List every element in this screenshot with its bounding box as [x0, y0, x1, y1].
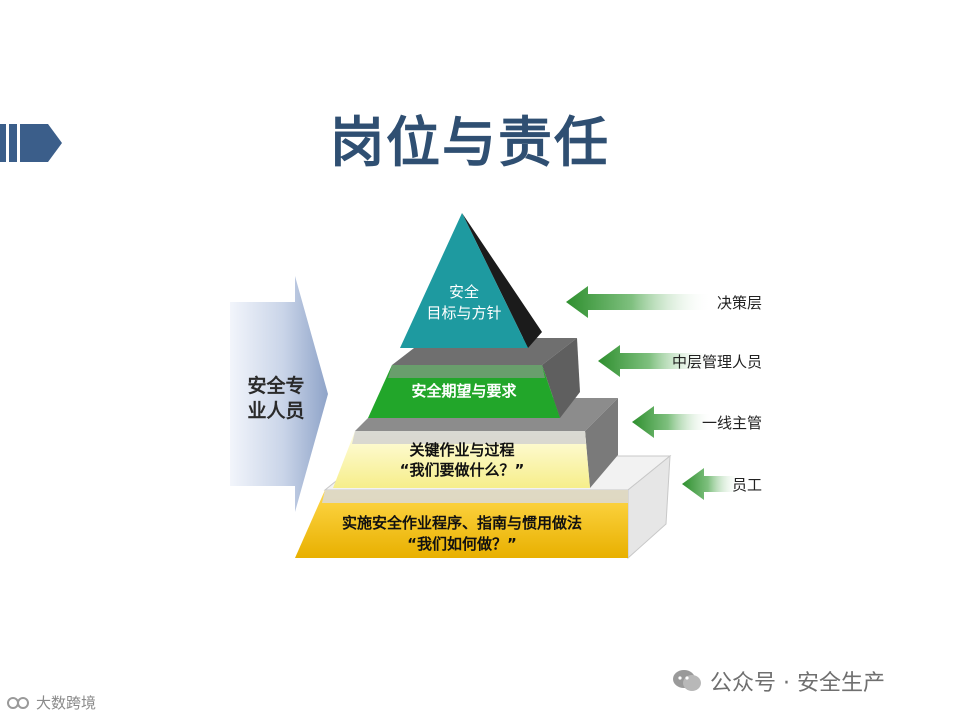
watermark-left-text: 大数跨境 — [36, 693, 97, 712]
watermark-left: 大数跨境 — [6, 690, 136, 714]
side-label-line1: 安全专 — [247, 374, 304, 397]
side-arrow — [230, 276, 328, 512]
tier4-face — [295, 490, 628, 558]
watermark-right: 公众号 · 安全生产 — [672, 664, 934, 698]
tier1-label-line1: 安全 — [449, 283, 479, 301]
level-label-3: 一线主管 — [702, 414, 762, 432]
tier2-label: 安全期望与要求 — [411, 382, 517, 400]
chat-icon — [673, 670, 701, 691]
tier2-face — [368, 365, 560, 418]
tier1-label-line2: 目标与方针 — [426, 304, 501, 322]
side-label-line2: 业人员 — [247, 400, 304, 422]
level-label-4: 员工 — [732, 476, 762, 494]
level-arrow-3 — [632, 406, 712, 438]
page-title: 岗位与责任 — [330, 111, 610, 174]
level-label-2: 中层管理人员 — [672, 353, 762, 371]
title-badge-icon — [0, 124, 62, 162]
tier3-label-line1: 关键作业与过程 — [409, 441, 514, 459]
tier3-face — [333, 431, 590, 488]
level-arrow-1 — [566, 286, 712, 318]
tier3-label-line2: “我们要做什么？” — [400, 461, 525, 479]
level-arrow-4 — [682, 468, 740, 500]
tier4-label-line1: 实施安全作业程序、指南与惯用做法 — [342, 514, 582, 532]
logo-icon — [7, 697, 29, 709]
tier1-face — [400, 213, 528, 348]
watermark-right-text: 公众号 · 安全生产 — [710, 671, 885, 696]
level-arrow-2 — [598, 345, 712, 377]
tier4-label-line2: “我们如何做？” — [407, 535, 517, 553]
level-label-1: 决策层 — [717, 294, 762, 312]
